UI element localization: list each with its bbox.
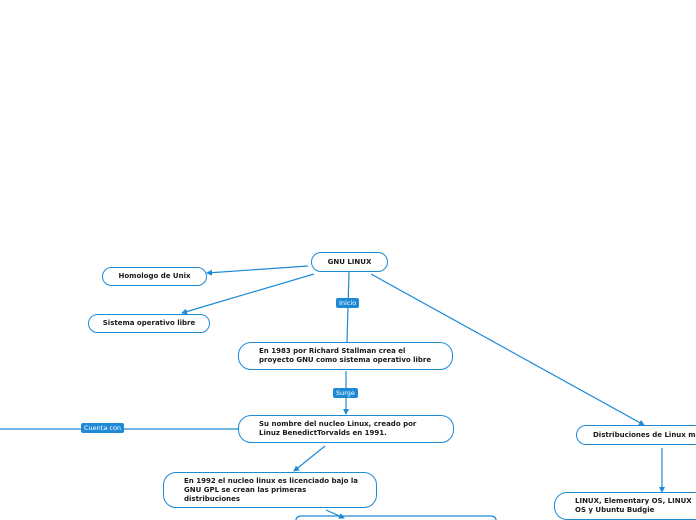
node-homologo-unix[interactable]: Homologo de Unix bbox=[102, 267, 207, 286]
node-gnu-linux-label: GNU LINUX bbox=[327, 257, 372, 266]
node-sistema-libre[interactable]: Sistema operativo libre bbox=[88, 314, 210, 333]
node-distribuciones[interactable]: Distribuciones de Linux ma bbox=[576, 425, 696, 445]
node-distros-list-label: LINUX, Elementary OS, LINUX OS y Ubuntu … bbox=[575, 497, 692, 514]
node-nombre-nucleo-label: Su nombre del nucleo Linux, creado por L… bbox=[259, 420, 417, 437]
node-distros-list[interactable]: LINUX, Elementary OS, LINUX OS y Ubuntu … bbox=[554, 492, 696, 520]
next-node-outline bbox=[295, 515, 497, 520]
edge-label-cuenta-con: Cuenta con bbox=[81, 423, 125, 433]
edge-1992-next bbox=[325, 509, 345, 519]
node-nombre-nucleo[interactable]: Su nombre del nucleo Linux, creado por L… bbox=[238, 415, 454, 443]
edge-root-homologo bbox=[206, 265, 309, 276]
node-1983-label: En 1983 por Richard Stallman crea el pro… bbox=[259, 347, 432, 364]
node-gnu-linux[interactable]: GNU LINUX bbox=[311, 252, 388, 272]
edge-label-surge: Surge bbox=[333, 388, 358, 398]
node-homologo-unix-label: Homologo de Unix bbox=[118, 272, 191, 280]
edge-nombre-1992 bbox=[293, 445, 326, 472]
edge-root-libre bbox=[181, 273, 315, 315]
edge-root-distros bbox=[370, 273, 645, 426]
edge-label-inicio: Inicio bbox=[336, 298, 360, 308]
node-1992[interactable]: En 1992 el nucleo linux es licenciado ba… bbox=[163, 472, 377, 508]
node-1983[interactable]: En 1983 por Richard Stallman crea el pro… bbox=[238, 342, 453, 370]
node-1992-label: En 1992 el nucleo linux es licenciado ba… bbox=[184, 476, 358, 503]
node-sistema-libre-label: Sistema operativo libre bbox=[102, 319, 196, 327]
node-distribuciones-label: Distribuciones de Linux ma bbox=[593, 430, 696, 439]
